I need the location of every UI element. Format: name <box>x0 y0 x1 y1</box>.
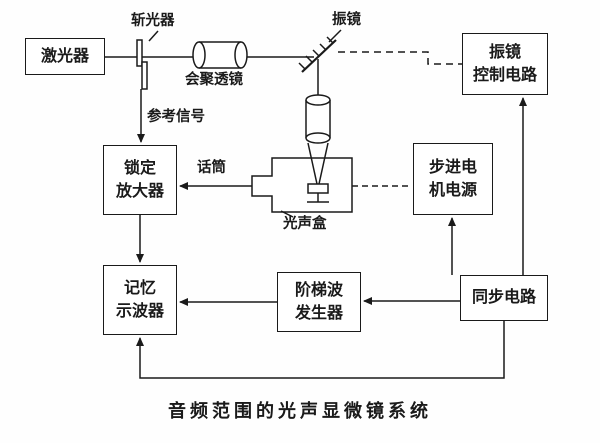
photoacoustic-cell-icon <box>251 142 353 218</box>
memory-oscilloscope-box: 记忆 示波器 <box>103 265 177 335</box>
chopper-icon <box>136 30 159 90</box>
microphone-label: 话筒 <box>197 160 226 176</box>
reference-signal-label: 参考信号 <box>147 109 205 125</box>
photoacoustic-cell-label: 光声盒 <box>283 216 327 232</box>
lockin-amplifier-box: 锁定 放大器 <box>103 145 177 215</box>
galvo-control-circuit-box: 振镜 控制电路 <box>462 33 548 95</box>
chopper-label: 斩光器 <box>131 13 175 29</box>
galvo-mirror-icon <box>298 29 342 73</box>
sync-to-scope-feedback-line <box>136 321 505 379</box>
staircase-generator-box: 阶梯波 发生器 <box>277 272 361 332</box>
objective-lens-icon <box>305 94 331 144</box>
converging-lens-label: 会聚透镜 <box>185 72 243 88</box>
laser-box: 激光器 <box>25 38 105 75</box>
sync-circuit-box: 同步电路 <box>460 275 548 321</box>
stepper-motor-power-box: 步进电 机电源 <box>413 143 493 215</box>
diagram-caption: 音频范围的光声显微镜系统 <box>168 401 432 421</box>
mirror-to-control-dashed-link <box>338 51 462 65</box>
galvo-mirror-label: 振镜 <box>332 12 361 28</box>
converging-lens-icon <box>192 41 248 69</box>
